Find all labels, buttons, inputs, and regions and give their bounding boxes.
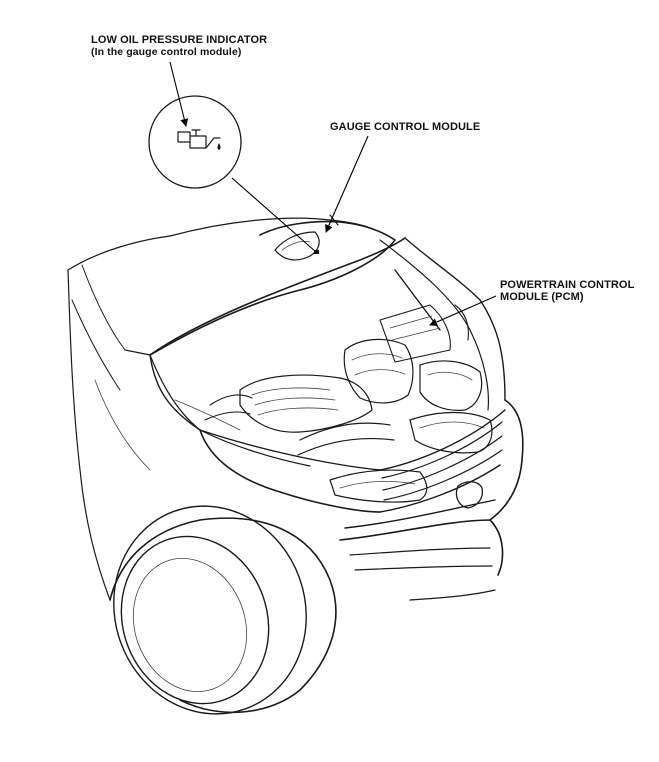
- windshield-cowl: [169, 214, 376, 237]
- oil-indicator-subtitle: (In the gauge control module): [91, 46, 242, 58]
- front-bumper-grille: [199, 399, 524, 601]
- open-hood: [149, 220, 406, 356]
- indicator-location-marker: [314, 250, 319, 254]
- engine-bay-frame: [149, 237, 506, 471]
- front-wheel: [109, 505, 337, 715]
- oil-indicator-title: LOW OIL PRESSURE INDICATOR: [91, 34, 268, 46]
- pcm-label-line2: MODULE (PCM): [500, 291, 584, 303]
- car-body: [67, 235, 201, 601]
- detail-circle: [148, 95, 242, 189]
- hood-strut: [394, 269, 441, 331]
- pcm-label-line1: POWERTRAIN CONTROL: [500, 279, 635, 291]
- oil-can-icon: [177, 129, 221, 150]
- leader-lines: [169, 61, 497, 326]
- engine-components: [204, 304, 493, 503]
- gauge-module-label: GAUGE CONTROL MODULE: [330, 121, 481, 133]
